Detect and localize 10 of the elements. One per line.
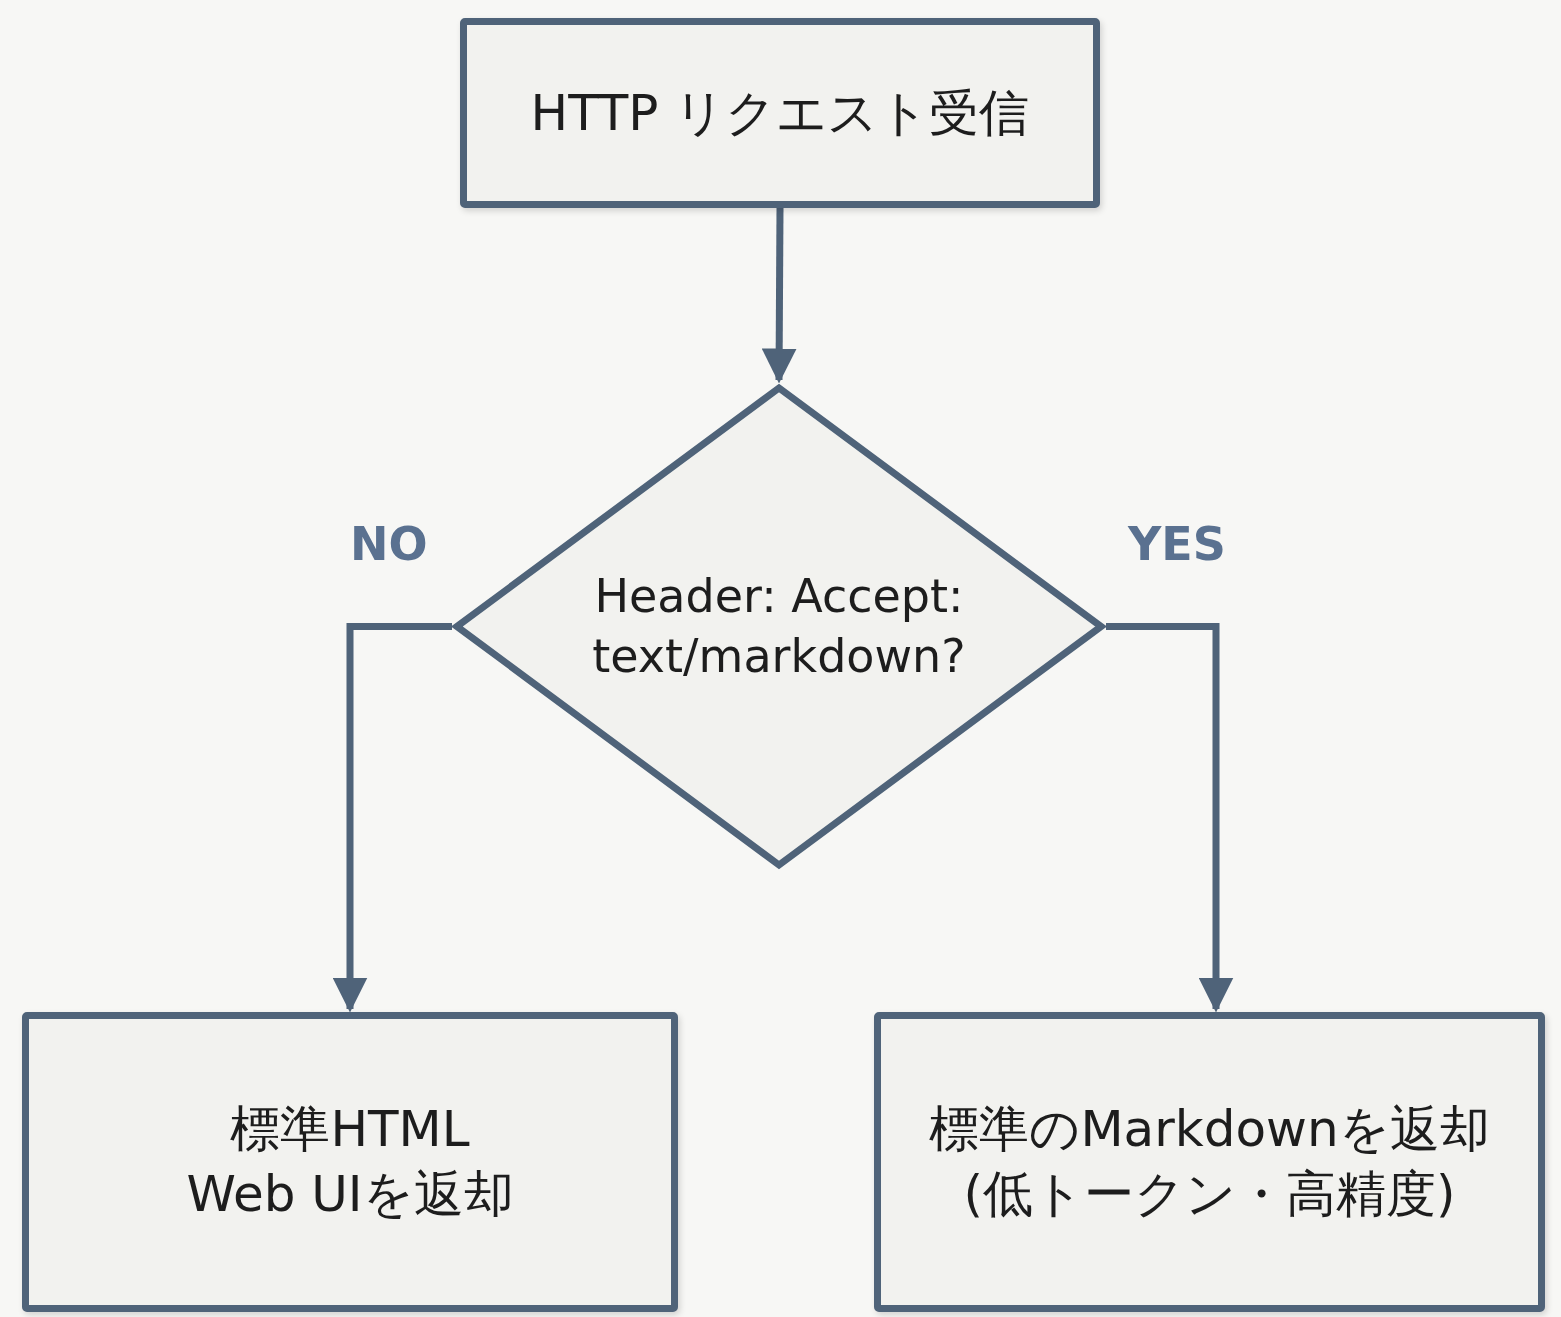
edge-label: NO [350,516,428,571]
process-box [460,18,1100,208]
box-text: HTTP リクエスト受信 [529,82,1031,144]
decision-text: Header: Accept: text/markdown? [592,567,966,685]
box-text: 標準のMarkdownを返却 (低トークン・高精度) [928,1099,1491,1225]
arrow [761,207,797,384]
process-box [22,1012,678,1312]
box-text: 標準HTML Web UIを返却 [185,1099,515,1225]
edge-label: YES [1128,516,1226,571]
process-box [874,1012,1545,1312]
